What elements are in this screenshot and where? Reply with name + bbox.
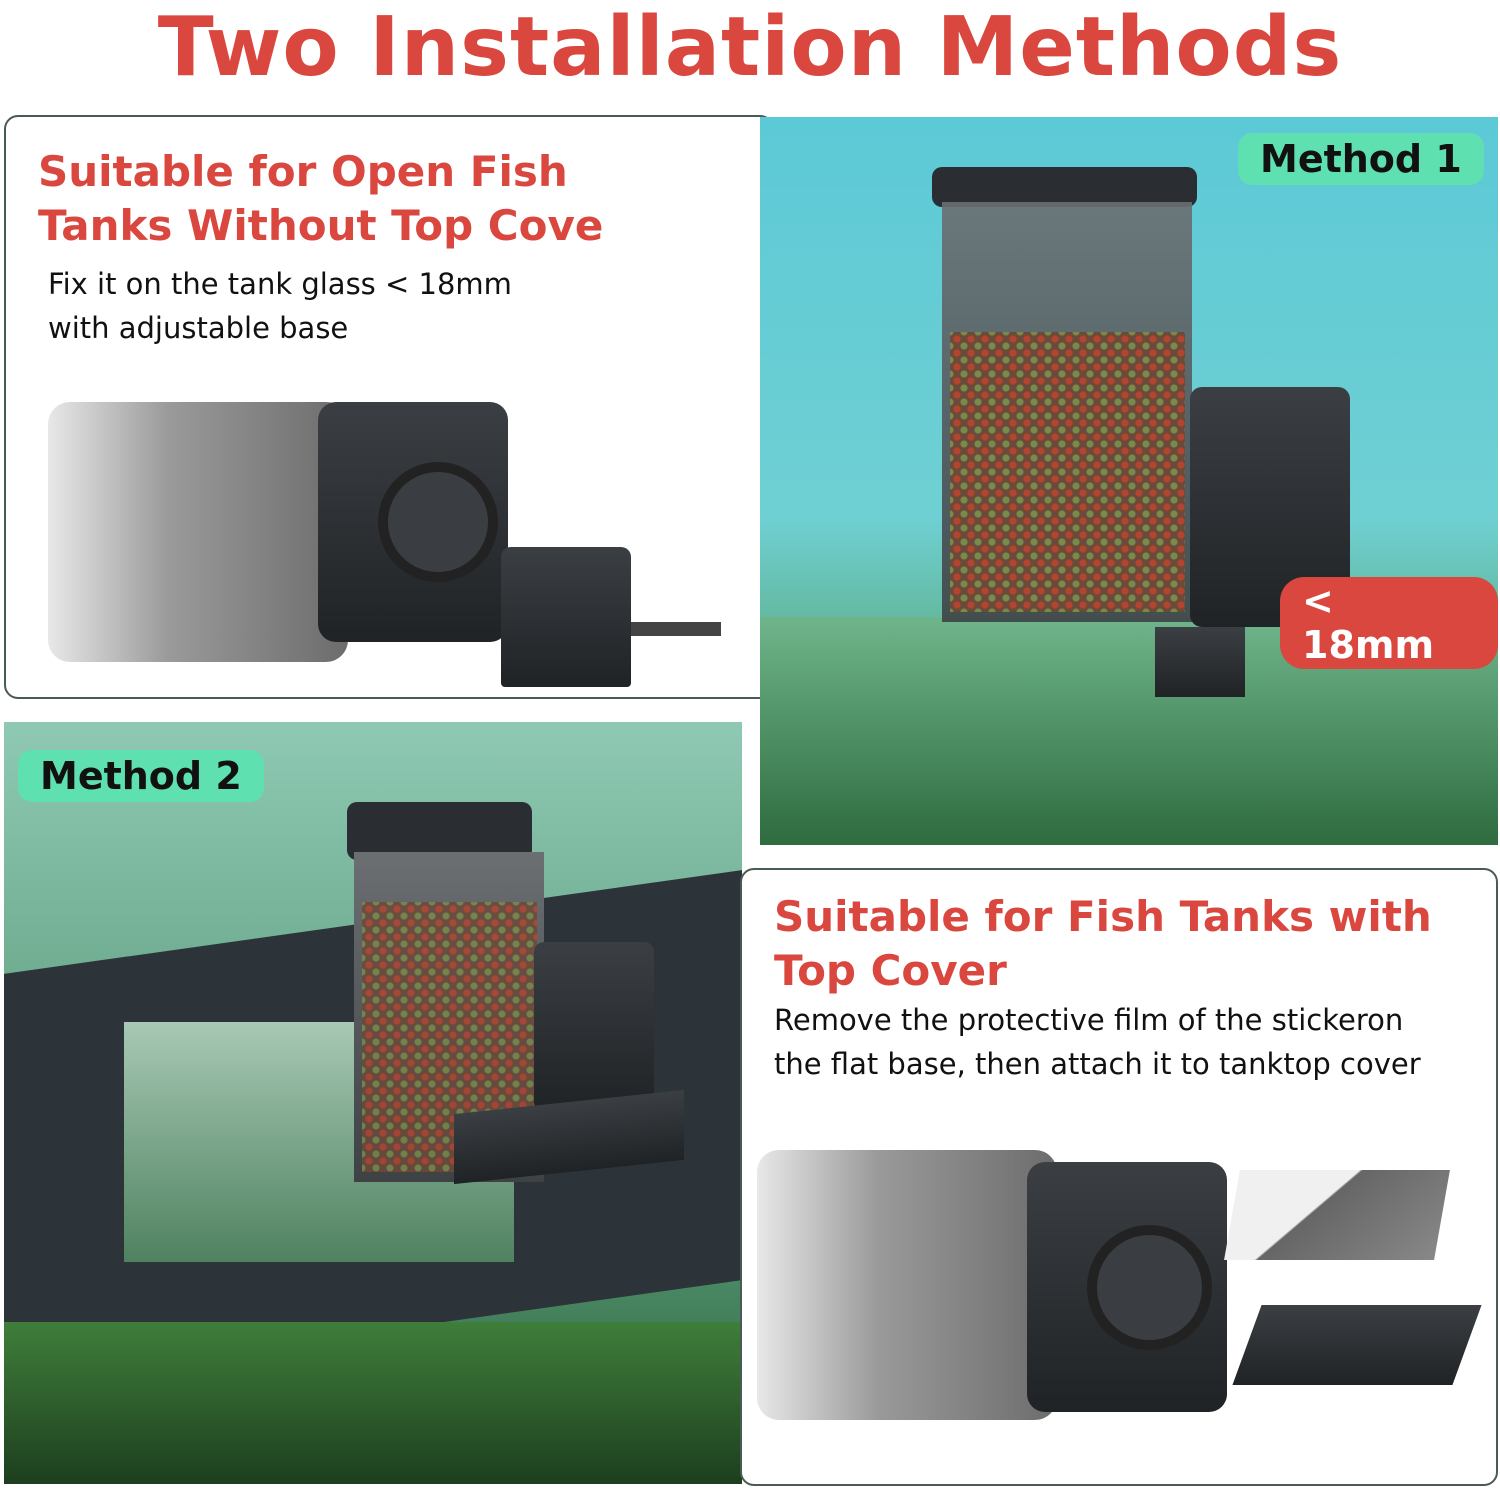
feeder-product-image	[757, 1150, 1237, 1430]
heading-line: Suitable for Open Fish	[38, 147, 568, 196]
method2-badge: Method 2	[18, 750, 264, 802]
fish-food	[362, 902, 537, 1172]
screw-image	[631, 622, 721, 636]
feeder-product-image	[48, 392, 518, 662]
open-tank-panel: Suitable for Open Fish Tanks Without Top…	[4, 115, 774, 699]
open-tank-description: Fix it on the tank glass < 18mm with adj…	[48, 262, 512, 350]
covered-tank-description: Remove the protective film of the sticke…	[774, 998, 1421, 1086]
covered-tank-heading: Suitable for Fish Tanks with Top Cover	[774, 890, 1432, 998]
heading-line: Tanks Without Top Cove	[38, 201, 604, 250]
fish-food	[950, 332, 1185, 612]
desc-line: Fix it on the tank glass < 18mm	[48, 267, 512, 301]
desc-line: Remove the protective film of the sticke…	[774, 1003, 1404, 1037]
page-title: Two Installation Methods	[157, 0, 1343, 95]
covered-tank-panel: Suitable for Fish Tanks with Top Cover R…	[740, 868, 1498, 1486]
desc-line: with adjustable base	[48, 311, 349, 345]
feeder-lid	[347, 802, 532, 860]
thickness-label: < 18mm	[1280, 577, 1498, 669]
method2-photo: Method 2	[4, 722, 742, 1484]
method1-badge: Method 1	[1238, 133, 1484, 185]
feeder-motor-unit	[534, 942, 654, 1112]
desc-line: the flat base, then attach it to tanktop…	[774, 1047, 1421, 1081]
adhesive-sticker-image	[1224, 1170, 1450, 1260]
open-tank-heading: Suitable for Open Fish Tanks Without Top…	[38, 145, 603, 253]
flat-base-image	[1232, 1305, 1482, 1385]
adjustable-base-image	[501, 547, 631, 687]
glass-clamp	[1155, 627, 1245, 697]
heading-line: Top Cover	[774, 946, 1007, 995]
feeder-lid	[932, 167, 1197, 207]
method1-photo: Method 1 < 18mm	[760, 117, 1498, 845]
heading-line: Suitable for Fish Tanks with	[774, 892, 1432, 941]
